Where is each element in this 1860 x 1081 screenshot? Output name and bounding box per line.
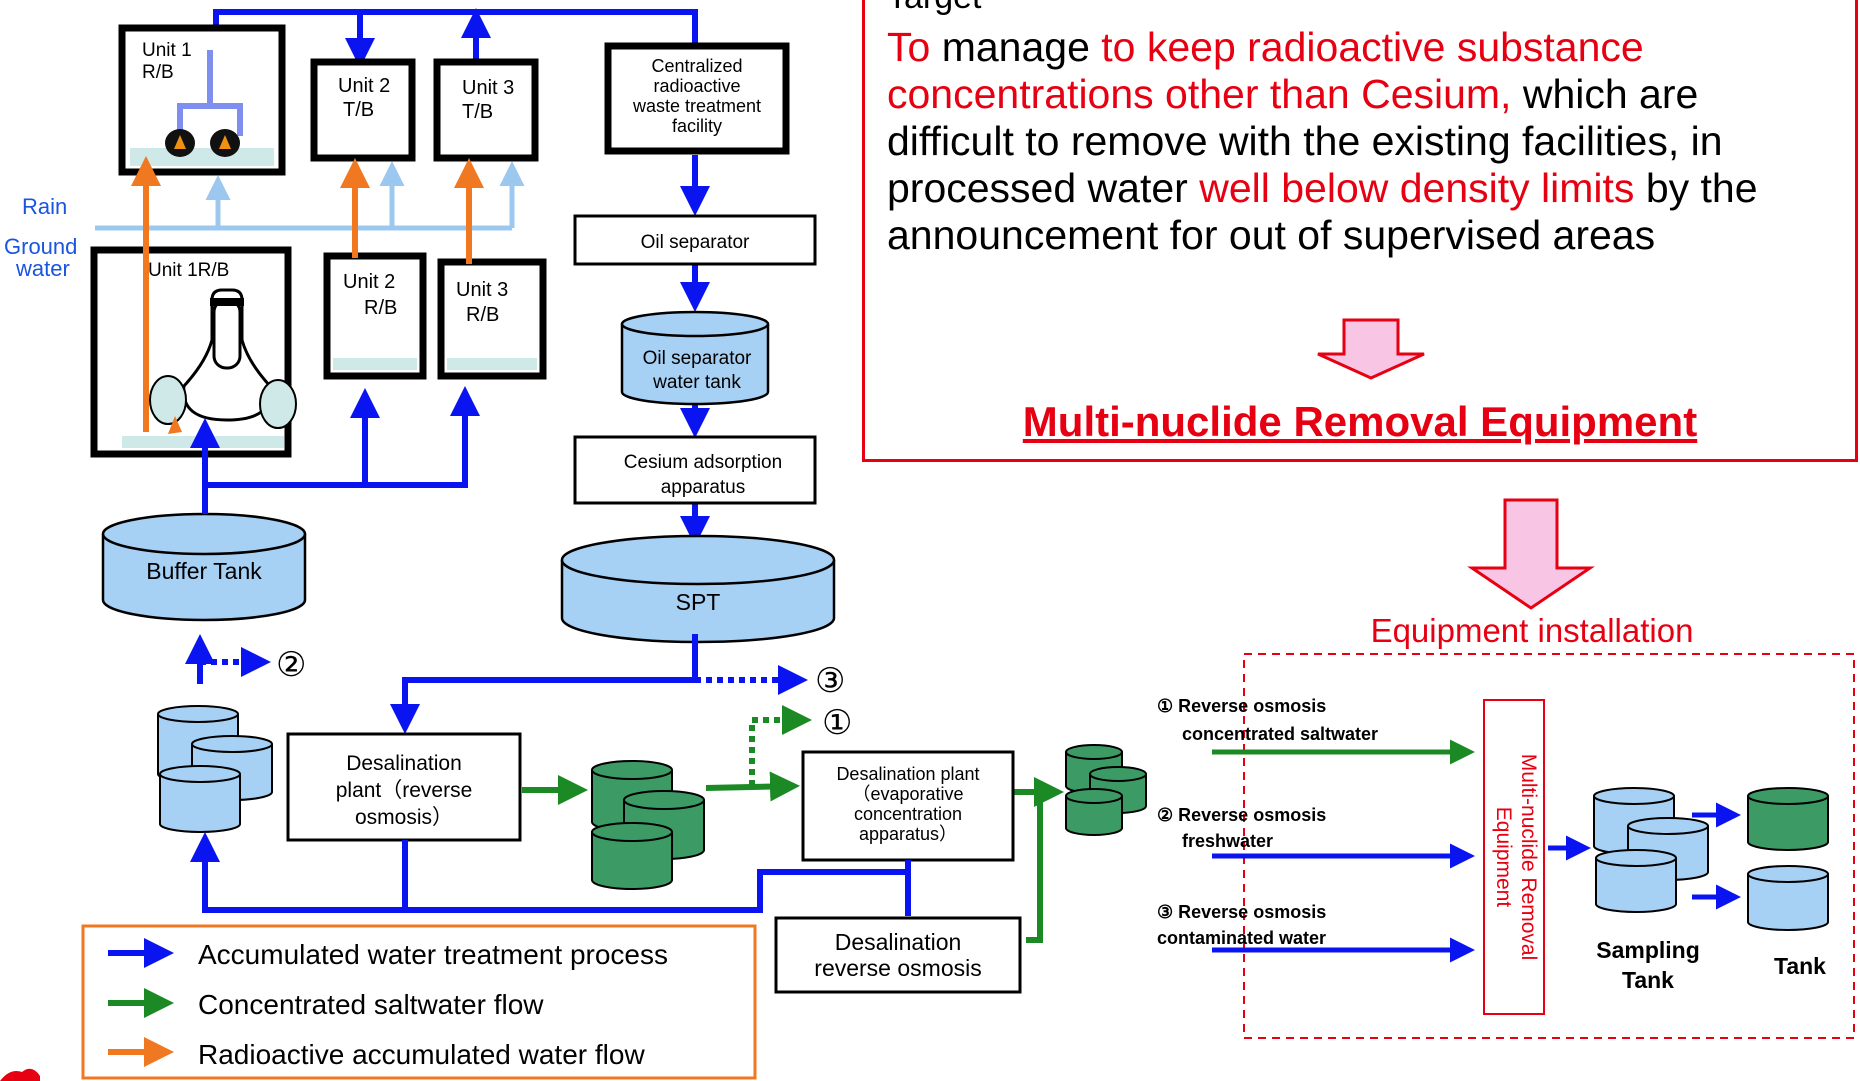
mnre-inputs: ① Reverse osmosis concentrated saltwater… [1157,696,1475,963]
target-text-part: well below density limits [1199,165,1635,211]
target-label: Target [887,0,982,17]
tank-cluster-green-right [1065,744,1147,836]
input-label: contaminated water [1157,928,1326,948]
unit3-tb: Unit 3 T/B [433,58,539,162]
unit3-tb-label: Unit 3 [462,77,514,99]
oil-separator-tank-label: water tank [652,372,741,393]
mnre-box-label: Multi-nuclide Removal [1517,754,1540,961]
centralized-facility-label: waste treatment [632,96,761,116]
unit1-rb-label: Unit 1R/B [148,260,229,281]
buffer-tank-label: Buffer Tank [146,558,262,584]
return-loop [190,832,911,916]
target-equipment-title: Multi-nuclide Removal Equipment [1022,398,1698,445]
tank-cluster-blue-left [157,705,273,833]
unit2-rb-label: Unit 2 [343,271,395,293]
input-label: concentrated saltwater [1182,724,1378,744]
legend-label: Concentrated saltwater flow [198,989,544,1020]
unit3-rb: Unit 3 R/B [437,258,547,380]
target-text: To manage to keep radioactive substance … [887,24,1827,259]
down-arrow-icon [1467,498,1595,610]
unit2-rb: Unit 2 R/B [323,252,427,380]
marker-three: ③ [815,662,845,700]
oil-separator-tank: Oil separator water tank [620,310,770,406]
sampling-tank-label: Sampling [1596,937,1700,963]
unit2-tb: Unit 2 T/B [310,58,416,162]
target-text-part: which are difficult to remove with the e… [887,71,1723,211]
unit3-tb-label: T/B [462,101,493,123]
target-box: Target To manage to keep radioactive sub… [862,0,1858,462]
unit1-rb-top: Unit 1 R/B [118,24,286,176]
tank-label: Tank [1774,953,1826,979]
buffer-feed-lines [185,386,480,684]
buffer-tank: Buffer Tank [101,512,307,622]
desalination-evaporative: Desalination plant （evaporative concentr… [801,750,1015,862]
tank-green [1747,787,1829,851]
unit3-rb-label: R/B [466,304,499,326]
centralized-facility: Centralized radioactive waste treatment … [604,42,790,155]
desalination-ro-label: plant（reverse [336,779,473,802]
centralized-facility-label: Centralized [651,56,742,76]
desalination-evaporative-label: Desalination plant [836,764,979,784]
input-label: ① Reverse osmosis [1157,696,1326,716]
legend: Accumulated water treatment process Conc… [81,924,757,1080]
green-flow-lines [522,705,1064,943]
oil-separator-label: Oil separator [641,232,750,253]
oil-separator: Oil separator [573,214,817,266]
cesium-adsorption: Cesium adsorption apparatus [573,435,817,505]
rain-label: Rain [22,194,67,219]
marker-one: ① [822,704,852,742]
logo-fragment [0,1068,40,1081]
target-text-part: manage [930,24,1102,70]
unit2-tb-label: T/B [343,99,374,121]
spt-label: SPT [676,589,721,615]
spt-outflow [390,634,808,734]
centralized-facility-label: facility [672,116,722,136]
legend-label: Radioactive accumulated water flow [198,1039,645,1070]
desalination-ro-label: osmosis） [355,806,453,829]
input-label: ③ Reverse osmosis [1157,902,1326,922]
legend-label: Accumulated water treatment process [198,939,668,970]
tank-cluster-green-middle [591,760,705,890]
spt-tank: SPT [560,534,836,644]
oil-separator-tank-label: Oil separator [643,348,752,369]
cesium-adsorption-label: apparatus [661,477,746,498]
input-label: freshwater [1182,831,1273,851]
mnre-box-label: Equipment [1492,807,1515,908]
unit1-rb: Unit 1R/B [90,246,297,458]
tank-blue [1747,865,1829,931]
desalination-evaporative-label: apparatus） [859,824,957,844]
target-text-part: to keep radioactive substance concentrat… [887,24,1644,117]
desalination-ro-lower: Desalination reverse osmosis [774,916,1022,994]
desalination-ro-lower-label: reverse osmosis [814,955,981,981]
unit2-rb-label: R/B [364,297,397,319]
unit1-rb-top-label: Unit 1 [142,40,192,61]
groundwater-label: Ground [4,234,77,259]
desalination-ro: Desalination plant（reverse osmosis） [286,732,522,842]
desalination-ro-lower-label: Desalination [835,929,962,955]
mnre-box: Multi-nuclide Removal Equipment [1483,699,1545,1015]
desalination-evaporative-label: （evaporative [852,784,963,804]
target-text-part: by the announcement for out of supervise… [887,165,1758,258]
target-text-part: To [887,24,931,70]
unit1-rb-top-label: R/B [142,62,174,83]
cesium-adsorption-label: Cesium adsorption [624,452,782,473]
desalination-evaporative-label: concentration [854,804,962,824]
unit2-tb-label: Unit 2 [338,75,390,97]
installation-label: Equipment installation [1371,612,1694,649]
installation-area [1243,653,1855,1039]
centralized-facility-label: radioactive [653,76,740,96]
orange-flow-lines [131,156,484,432]
sampling-tank-cluster [1593,787,1709,913]
sampling-tank-label: Tank [1622,967,1674,993]
groundwater-label: water [15,256,70,281]
input-label: ② Reverse osmosis [1157,805,1326,825]
marker-two: ② [276,646,306,684]
down-arrow-icon [1317,318,1425,380]
unit3-rb-label: Unit 3 [456,279,508,301]
desalination-ro-label: Desalination [346,752,462,775]
